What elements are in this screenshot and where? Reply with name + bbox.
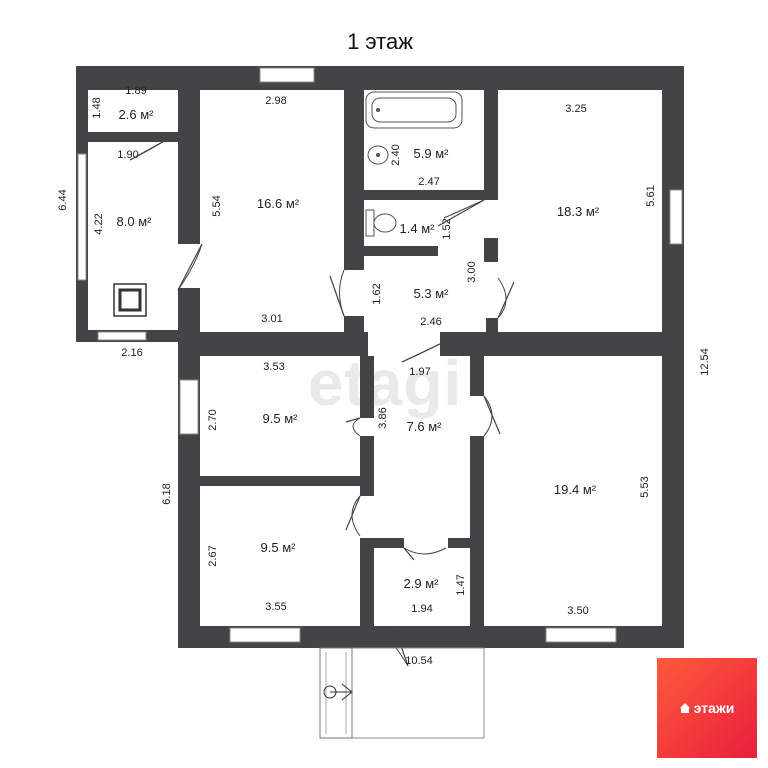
floor-title: 1 этаж [347, 29, 413, 54]
dimension-label: 10.54 [405, 655, 433, 667]
dimension-label: 3.53 [263, 361, 284, 373]
dimension-label: 2.40 [390, 144, 402, 165]
room-area-room-1: 16.6 м² [257, 196, 300, 211]
window [545, 627, 617, 643]
room-area-closet: 2.6 м² [119, 107, 155, 122]
windows [77, 67, 683, 643]
window [229, 627, 301, 643]
dimensions: 1.89 1.48 1.90 6.44 4.22 2.16 2.98 5.54 … [57, 85, 711, 667]
dimension-label: 2.70 [207, 409, 219, 430]
dimension-label: 5.54 [211, 195, 223, 216]
dimension-label: 1.90 [117, 149, 138, 161]
room-area-room-3: 9.5 м² [263, 411, 299, 426]
dimension-label: 5.61 [645, 185, 657, 206]
room-area-room-5: 19.4 м² [554, 482, 597, 497]
dimension-label: 3.00 [466, 261, 478, 282]
dimension-label: 2.98 [265, 95, 286, 107]
porch [319, 647, 485, 739]
dimension-label: 3.50 [567, 605, 588, 617]
dimension-label: 4.22 [93, 213, 105, 234]
window [97, 331, 147, 341]
dimension-label: 1.47 [455, 574, 467, 595]
window [77, 153, 87, 281]
dimension-label: 1.94 [411, 603, 432, 615]
toilet-tank-icon [365, 209, 375, 237]
dimension-label: 2.67 [207, 545, 219, 566]
dimension-label: 2.16 [121, 347, 142, 359]
dimension-label: 1.62 [371, 283, 383, 304]
room-area-boiler: 8.0 м² [117, 214, 153, 229]
room-area-toilet: 1.4 м² [400, 221, 436, 236]
window [179, 379, 199, 435]
dimension-label: 3.86 [377, 407, 389, 428]
dimension-label: 3.25 [565, 103, 586, 115]
dimension-label: 1.52 [441, 218, 453, 239]
room-areas: 2.6 м² 8.0 м² 16.6 м² 5.9 м² 1.4 м² 5.3 … [117, 107, 600, 591]
dimension-label: 12.54 [699, 348, 711, 376]
room-area-room-2: 18.3 м² [557, 204, 600, 219]
etazhi-logo: этажи [657, 658, 757, 758]
logo-text: этажи [693, 700, 735, 716]
doors [129, 139, 515, 667]
house-icon [679, 703, 690, 713]
window [259, 67, 315, 83]
room-area-hall-1: 5.3 м² [414, 286, 450, 301]
window [669, 189, 683, 245]
room-area-room-4: 9.5 м² [261, 540, 297, 555]
room-area-corridor: 7.6 м² [407, 419, 443, 434]
dimension-label: 6.44 [57, 189, 69, 210]
toilet-bowl-icon [373, 213, 397, 233]
fixtures [113, 91, 463, 317]
dimension-label: 2.47 [418, 176, 439, 188]
dimension-label: 5.53 [639, 476, 651, 497]
dimension-label: 1.48 [91, 97, 103, 118]
room-area-bathroom: 5.9 м² [414, 146, 450, 161]
dimension-label: 3.01 [261, 313, 282, 325]
dimension-label: 2.46 [420, 316, 441, 328]
room-area-vestibule: 2.9 м² [404, 576, 440, 591]
dimension-label: 3.55 [265, 601, 286, 613]
dimension-label: 1.89 [125, 85, 146, 97]
watermark: etagi [308, 347, 462, 419]
dimension-label: 6.18 [161, 483, 173, 504]
dimension-label: 1.97 [409, 366, 430, 378]
